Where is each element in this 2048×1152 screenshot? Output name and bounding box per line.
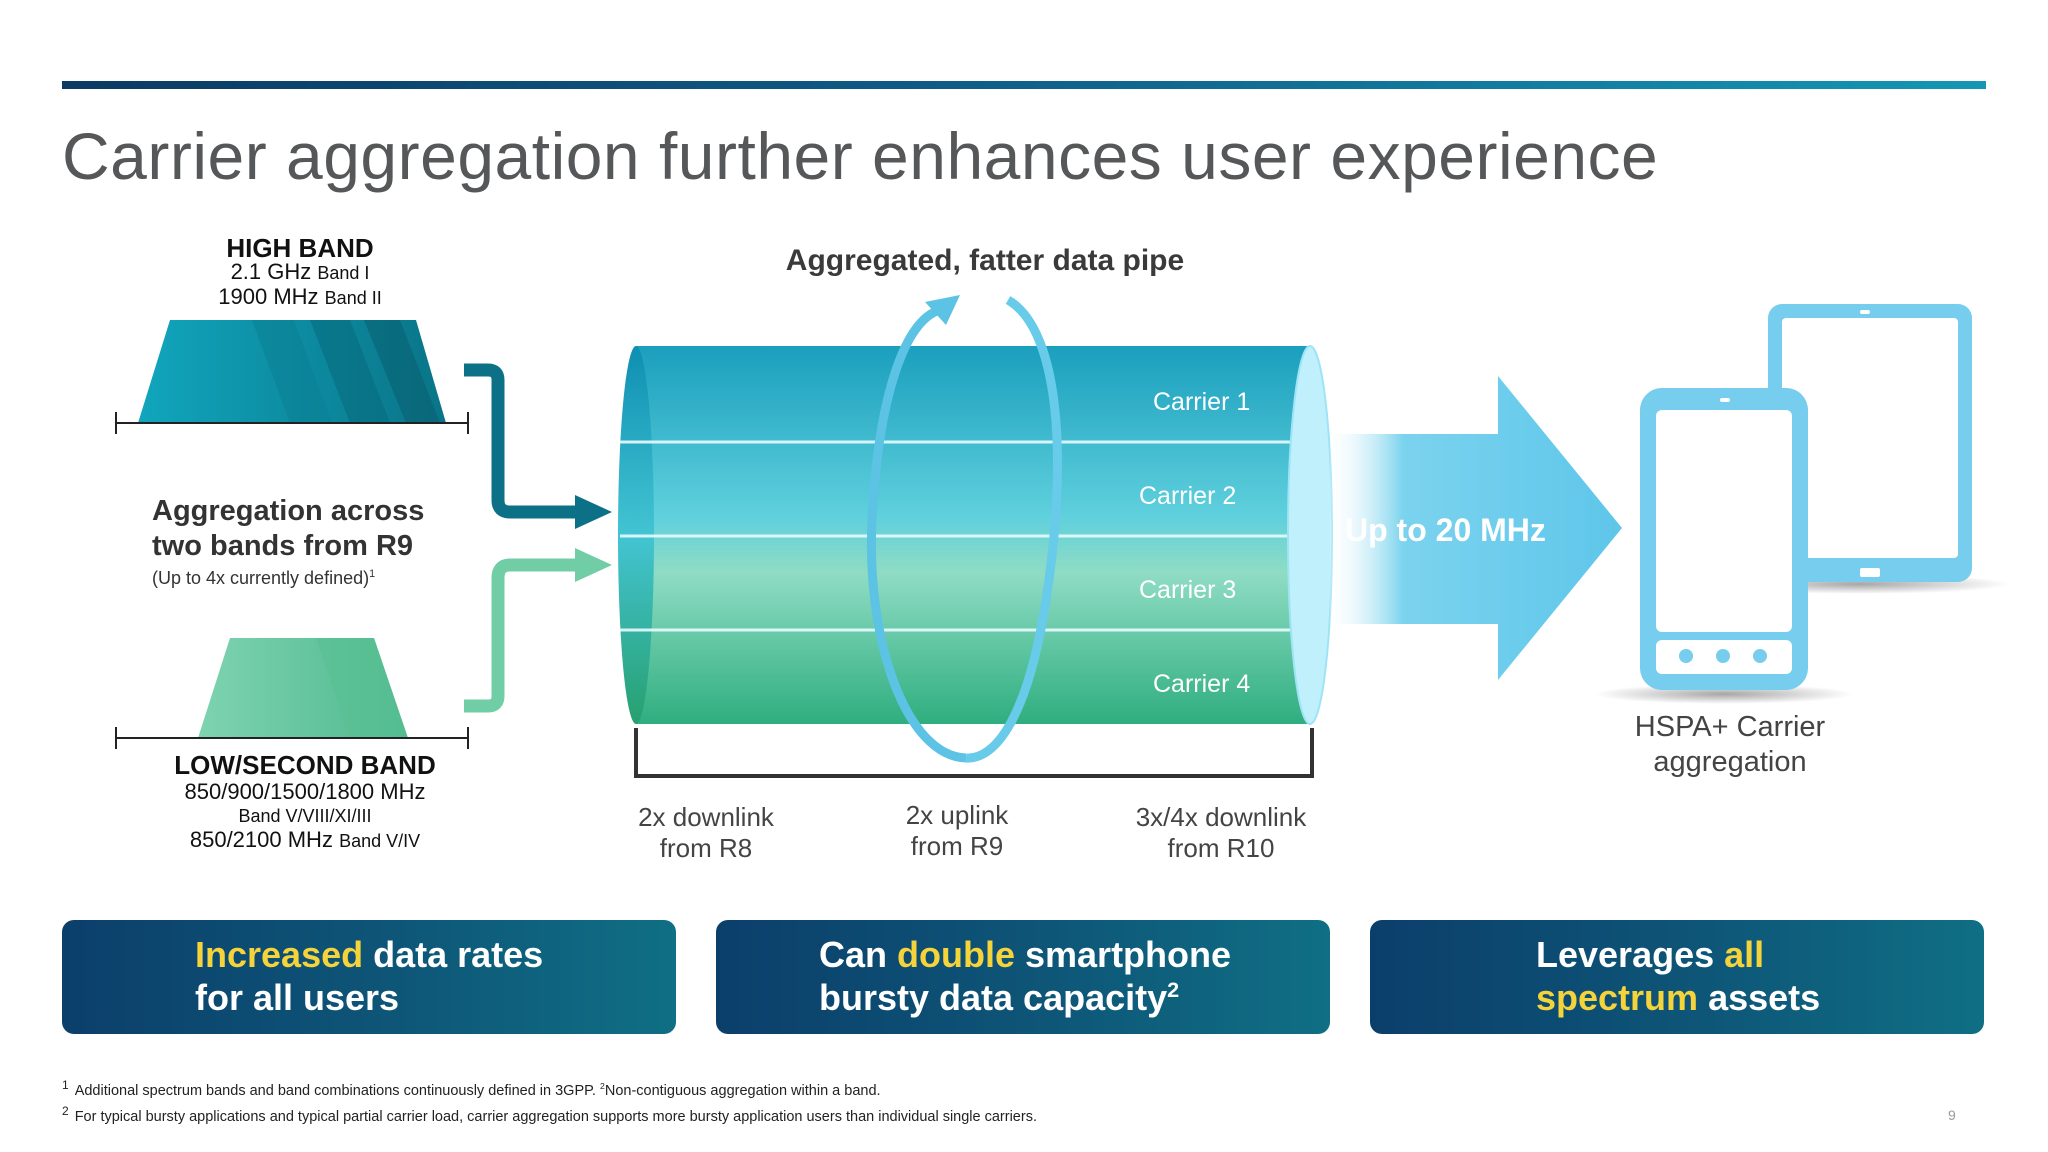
- low-band-arrow: [464, 548, 612, 713]
- low-band-header: LOW/SECOND BAND: [174, 750, 436, 780]
- benefit-capacity: Can double smartphone bursty data capaci…: [716, 920, 1330, 1034]
- release-r9-line-1: 2x uplink: [905, 800, 1009, 830]
- high-band-line-1: 2.1 GHz Band I: [180, 260, 420, 285]
- release-r9: 2x uplink from R9: [837, 800, 1077, 862]
- rate-label: Up to 20 MHz: [1345, 512, 1546, 548]
- release-bracket: [634, 728, 1314, 778]
- benefit-2-highlight: double: [897, 934, 1015, 975]
- footnote-2-text: For typical bursty applications and typi…: [74, 1108, 1037, 1125]
- benefit-1-highlight: Increased: [195, 934, 364, 975]
- benefit-2-line-2: bursty data capacity2: [819, 976, 1231, 1019]
- benefit-2-rest: smartphone: [1015, 934, 1232, 975]
- release-r8: 2x downlink from R8: [586, 802, 826, 864]
- benefit-data-rates-text: Increased data rates for all users: [195, 933, 543, 1019]
- aggregation-line-1: Aggregation across: [152, 495, 425, 527]
- uplink-loop-arrow: [866, 295, 1062, 763]
- release-r10-line-2: from R10: [1167, 833, 1275, 863]
- benefit-3-line-1: Leverages all: [1536, 933, 1820, 976]
- device-label: HSPA+ Carrier aggregation: [1590, 710, 1870, 780]
- data-pipe: [618, 345, 1333, 725]
- benefit-3-highlight: all: [1724, 934, 1765, 975]
- footnote-1-text-2: Non-contiguous aggregation within a band…: [604, 1082, 881, 1099]
- benefit-spectrum: Leverages all spectrum assets: [1370, 920, 1984, 1034]
- release-r8-line-1: 2x downlink: [638, 802, 774, 832]
- benefit-3-line-2-highlight: spectrum: [1536, 977, 1699, 1018]
- high-band-freq-1: 2.1 GHz: [230, 259, 312, 284]
- footnote-2-num: 2: [62, 1104, 69, 1118]
- high-band-line-2: 1900 MHz Band II: [180, 285, 420, 310]
- aggregation-note-text: (Up to 4x currently defined): [152, 568, 370, 588]
- high-band-arrow: [464, 363, 612, 529]
- benefit-spectrum-text: Leverages all spectrum assets: [1536, 933, 1820, 1019]
- high-band-header: HIGH BAND: [226, 233, 374, 263]
- benefit-1-rest: data rates: [363, 934, 544, 975]
- tablet-icon: [1710, 304, 2010, 594]
- benefit-2-sup: 2: [1167, 977, 1180, 1002]
- low-band-spectrum: [115, 638, 469, 749]
- low-band-label: LOW/SECOND BAND 850/900/1500/1800 MHz Ba…: [140, 750, 470, 853]
- pipe-title: Aggregated, fatter data pipe: [785, 244, 1185, 277]
- page-title: Carrier aggregation further enhances use…: [62, 119, 1659, 193]
- benefit-2-line-2-text: bursty data capacity: [819, 977, 1168, 1018]
- low-band-line-2: Band V/VIII/XI/III: [238, 806, 372, 826]
- device-label-line-1: HSPA+ Carrier: [1634, 711, 1826, 743]
- high-band-label: HIGH BAND 2.1 GHz Band I 1900 MHz Band I…: [180, 233, 420, 310]
- benefit-3-line-2-rest: assets: [1698, 977, 1821, 1018]
- page-number: 9: [1948, 1107, 1956, 1123]
- device-label-line-2: aggregation: [1653, 746, 1807, 778]
- benefit-1-line-2: for all users: [195, 977, 400, 1018]
- high-band-band-2: Band II: [324, 288, 382, 308]
- low-band-band-3: Band V/IV: [339, 831, 421, 851]
- footnote-1-text: Additional spectrum bands and band combi…: [74, 1082, 600, 1099]
- carrier-2-label: Carrier 2: [1139, 482, 1237, 510]
- carrier-3-label: Carrier 3: [1139, 576, 1237, 604]
- high-band-band-1: Band I: [317, 263, 370, 283]
- benefit-3-pre: Leverages: [1536, 934, 1725, 975]
- aggregation-note: (Up to 4x currently defined)1: [152, 568, 482, 589]
- benefit-capacity-text: Can double smartphone bursty data capaci…: [819, 933, 1231, 1019]
- benefit-3-line-2: spectrum assets: [1536, 976, 1820, 1019]
- low-band-line-3: 850/2100 MHz Band V/IV: [140, 828, 470, 853]
- rate-arrow: [1330, 376, 1622, 680]
- footnote-1-sup: 2: [600, 1081, 605, 1091]
- footnote-1: 1 Additional spectrum bands and band comb…: [62, 1078, 881, 1099]
- carrier-1-label: Carrier 1: [1153, 388, 1251, 416]
- low-band-line-1: 850/900/1500/1800 MHz: [184, 779, 426, 804]
- release-r9-line-2: from R9: [910, 831, 1004, 861]
- benefit-data-rates: Increased data rates for all users: [62, 920, 676, 1034]
- carrier-4-label: Carrier 4: [1153, 670, 1251, 698]
- top-rule: [62, 81, 1986, 89]
- high-band-freq-2: 1900 MHz: [218, 284, 319, 309]
- aggregation-label: Aggregation across two bands from R9 (Up…: [152, 494, 482, 589]
- low-band-freq-3: 850/2100 MHz: [189, 827, 333, 852]
- aggregation-note-sup: 1: [369, 568, 376, 580]
- phone-icon: [1594, 388, 1854, 704]
- release-r10-line-1: 3x/4x downlink: [1135, 802, 1307, 832]
- benefit-2-pre: Can: [819, 934, 898, 975]
- benefit-2-line-1: Can double smartphone: [819, 933, 1231, 976]
- release-r10: 3x/4x downlink from R10: [1101, 802, 1341, 864]
- footnote-2: 2 For typical bursty applications and typ…: [62, 1104, 1037, 1125]
- benefit-1-line-1: Increased data rates: [195, 933, 543, 976]
- footnote-1-num: 1: [62, 1078, 69, 1092]
- high-band-spectrum: [115, 320, 469, 434]
- release-r8-line-2: from R8: [659, 833, 753, 863]
- aggregation-line-2: two bands from R9: [152, 530, 414, 562]
